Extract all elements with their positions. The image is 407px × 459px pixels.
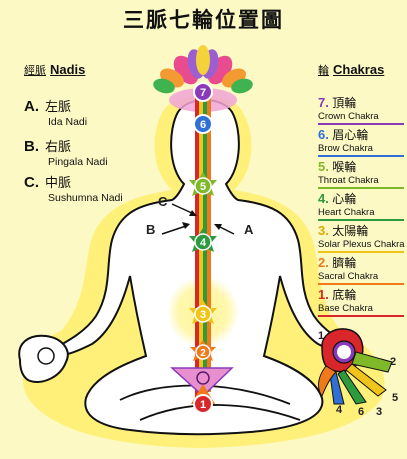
sushumna-arrow — [171, 203, 195, 215]
right-hand-colored — [318, 328, 393, 405]
chakra-num: 2. — [318, 255, 329, 270]
hand-number-4: 4 — [336, 404, 343, 416]
nadi-en: Ida Nadi — [48, 116, 88, 128]
svg-text:1: 1 — [200, 399, 206, 411]
nadis-header-zh: 經脈 — [24, 64, 46, 77]
chakras-header-zh: 輪 — [318, 64, 329, 77]
chakra-en: Heart Chakra — [318, 207, 404, 221]
chakra-3-marker: 3 — [189, 300, 217, 324]
label-b-pingala: B — [146, 222, 156, 237]
chakra-1-marker: 1 — [191, 384, 215, 414]
chakra-zh: 底輪 — [332, 288, 357, 302]
chakra-en: Crown Chakra — [318, 111, 404, 125]
chakra-item-throat: 5. 喉輪 Throat Chakra — [318, 158, 404, 189]
svg-text:3: 3 — [200, 309, 206, 321]
pingala-arrow — [161, 225, 187, 235]
label-c-sushumna: C — [158, 194, 168, 209]
chakra-num: 4. — [318, 191, 329, 206]
chakra-zh: 臍輪 — [332, 256, 357, 270]
svg-text:2: 2 — [200, 348, 206, 359]
hand-number-6: 6 — [358, 406, 365, 418]
ida-arrowhead — [214, 224, 222, 230]
pingala-arrowhead — [182, 222, 190, 229]
hand-number-2: 2 — [390, 356, 397, 368]
chakra-num: 7. — [318, 95, 329, 110]
nadi-item-sushumna: C. 中脈 Sushumna Nadi — [24, 172, 123, 204]
chakra-zh: 太陽輪 — [332, 224, 369, 238]
chakra-en: Base Chakra — [318, 303, 404, 317]
nadi-letter: A. — [24, 98, 39, 115]
chakra-en: Throat Chakra — [318, 175, 404, 189]
chakra-zh: 心輪 — [332, 192, 357, 206]
chakra-4-marker: 4 — [189, 228, 217, 252]
chakra-zh: 喉輪 — [332, 160, 357, 174]
ida-arrow — [217, 225, 235, 235]
chakra-item-crown: 7. 頂輪 Crown Chakra — [318, 94, 404, 125]
chakra-en: Solar Plexus Chakra — [318, 239, 405, 253]
hand-number-7: 7 — [340, 346, 347, 358]
chakras-header-en: Chakras — [333, 62, 385, 77]
chakra-item-base: 1. 底輪 Base Chakra — [318, 286, 404, 317]
svg-text:5: 5 — [200, 181, 206, 193]
nadi-zh: 左脈 — [45, 99, 72, 114]
chakra-num: 5. — [318, 159, 329, 174]
chakra-en: Brow Chakra — [318, 143, 404, 157]
chakra-zh: 眉心輪 — [332, 128, 369, 142]
sacral-triangle — [170, 367, 234, 398]
hand-number-5: 5 — [392, 392, 399, 404]
nadi-zh: 中脈 — [45, 175, 72, 190]
chakra-item-brow: 6. 眉心輪 Brow Chakra — [318, 126, 404, 157]
chakra-item-sacral: 2. 臍輪 Sacral Chakra — [318, 254, 404, 285]
chakra-7-marker: 7 — [193, 82, 213, 102]
left-hand — [18, 334, 69, 383]
crown-lotus — [153, 45, 253, 94]
hand-number-3: 3 — [376, 406, 383, 418]
nadi-item-pingala: B. 右脈 Pingala Nadi — [24, 136, 108, 168]
hand-number-1: 1 — [318, 330, 325, 342]
page-title: 三脈七輪位置圖 — [123, 7, 284, 32]
chakra-item-solar-plexus: 3. 太陽輪 Solar Plexus Chakra — [318, 222, 405, 253]
svg-text:4: 4 — [200, 237, 207, 249]
nadis-header: 經脈 Nadis — [24, 62, 85, 78]
chakra-2-marker: 2 — [190, 340, 216, 361]
nadi-item-ida: A. 左脈 Ida Nadi — [24, 96, 87, 128]
svg-text:6: 6 — [200, 119, 206, 131]
chakras-header: 輪 Chakras — [318, 62, 384, 78]
chakra-num: 6. — [318, 127, 329, 142]
nadi-en: Pingala Nadi — [48, 156, 108, 168]
chakra-en: Sacral Chakra — [318, 271, 404, 285]
nadi-letter: C. — [24, 174, 39, 191]
chakra-item-heart: 4. 心輪 Heart Chakra — [318, 190, 404, 221]
chakra-num: 3. — [318, 223, 329, 238]
chakra-6-marker: 6 — [193, 114, 213, 134]
chakra-num: 1. — [318, 287, 329, 302]
svg-text:7: 7 — [200, 87, 206, 99]
nadis-header-en: Nadis — [50, 62, 86, 77]
nadi-zh: 右脈 — [45, 139, 72, 154]
chakra-zh: 頂輪 — [332, 96, 357, 110]
label-a-ida: A — [244, 222, 254, 237]
chakra-5-marker: 5 — [189, 172, 217, 196]
nadi-letter: B. — [24, 138, 39, 155]
nadi-en: Sushumna Nadi — [48, 192, 123, 204]
sushumna-arrowhead — [189, 210, 197, 216]
